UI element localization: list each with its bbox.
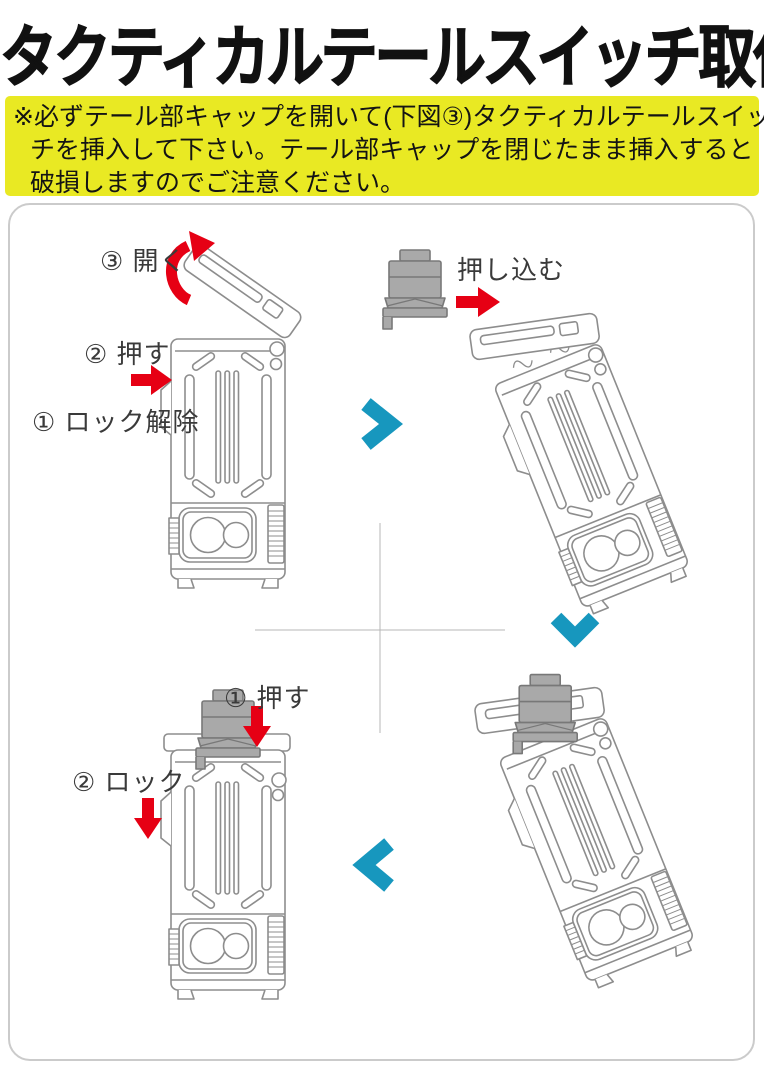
push-down-arrow-icon xyxy=(243,706,271,747)
label-step2-push: ② 押す xyxy=(84,339,171,369)
warning-line-2: チを挿入して下さい。テール部キャップを閉じたまま挿入すると xyxy=(30,136,754,164)
device-step3-inserted xyxy=(473,673,699,995)
open-curved-arrow-icon xyxy=(166,241,192,306)
warning-line-3: 破損しますのでご注意ください。 xyxy=(30,169,406,197)
device-step1-open-lid xyxy=(160,241,305,589)
label-push-in: 押し込む xyxy=(457,255,566,285)
device-step2-insert xyxy=(468,311,694,621)
label-step1-unlock: ① ロック解除 xyxy=(32,407,200,437)
warning-line-1: ※必ずテール部キャップを開いて(下図③)タクティカルテールスイッ xyxy=(13,103,764,131)
red-arrows xyxy=(131,231,500,839)
next-left-chevron-icon xyxy=(352,838,394,892)
push-right-arrow-icon xyxy=(131,365,172,395)
push-in-arrow-icon xyxy=(456,287,500,317)
warning-box: ※必ずテール部キャップを開いて(下図③)タクティカルテールスイッ チを挿入して下… xyxy=(5,96,764,197)
next-right-chevron-icon xyxy=(361,398,404,450)
lock-down-arrow-icon xyxy=(134,798,162,839)
open-arrowhead-icon xyxy=(189,231,215,261)
label-step2-lock: ② ロック xyxy=(72,767,186,797)
next-down-chevron-icon xyxy=(550,612,600,648)
page-title: タクティカルテールスイッチ取付方法 xyxy=(0,20,764,97)
tail-switch-part xyxy=(382,249,448,330)
sequence-chevrons xyxy=(352,398,600,892)
label-step1-push-down: ① 押す xyxy=(224,683,311,713)
device-step4-locked xyxy=(160,689,291,1000)
crosshair-lines xyxy=(255,523,505,733)
label-step3-open: ③ 開く xyxy=(100,246,187,276)
